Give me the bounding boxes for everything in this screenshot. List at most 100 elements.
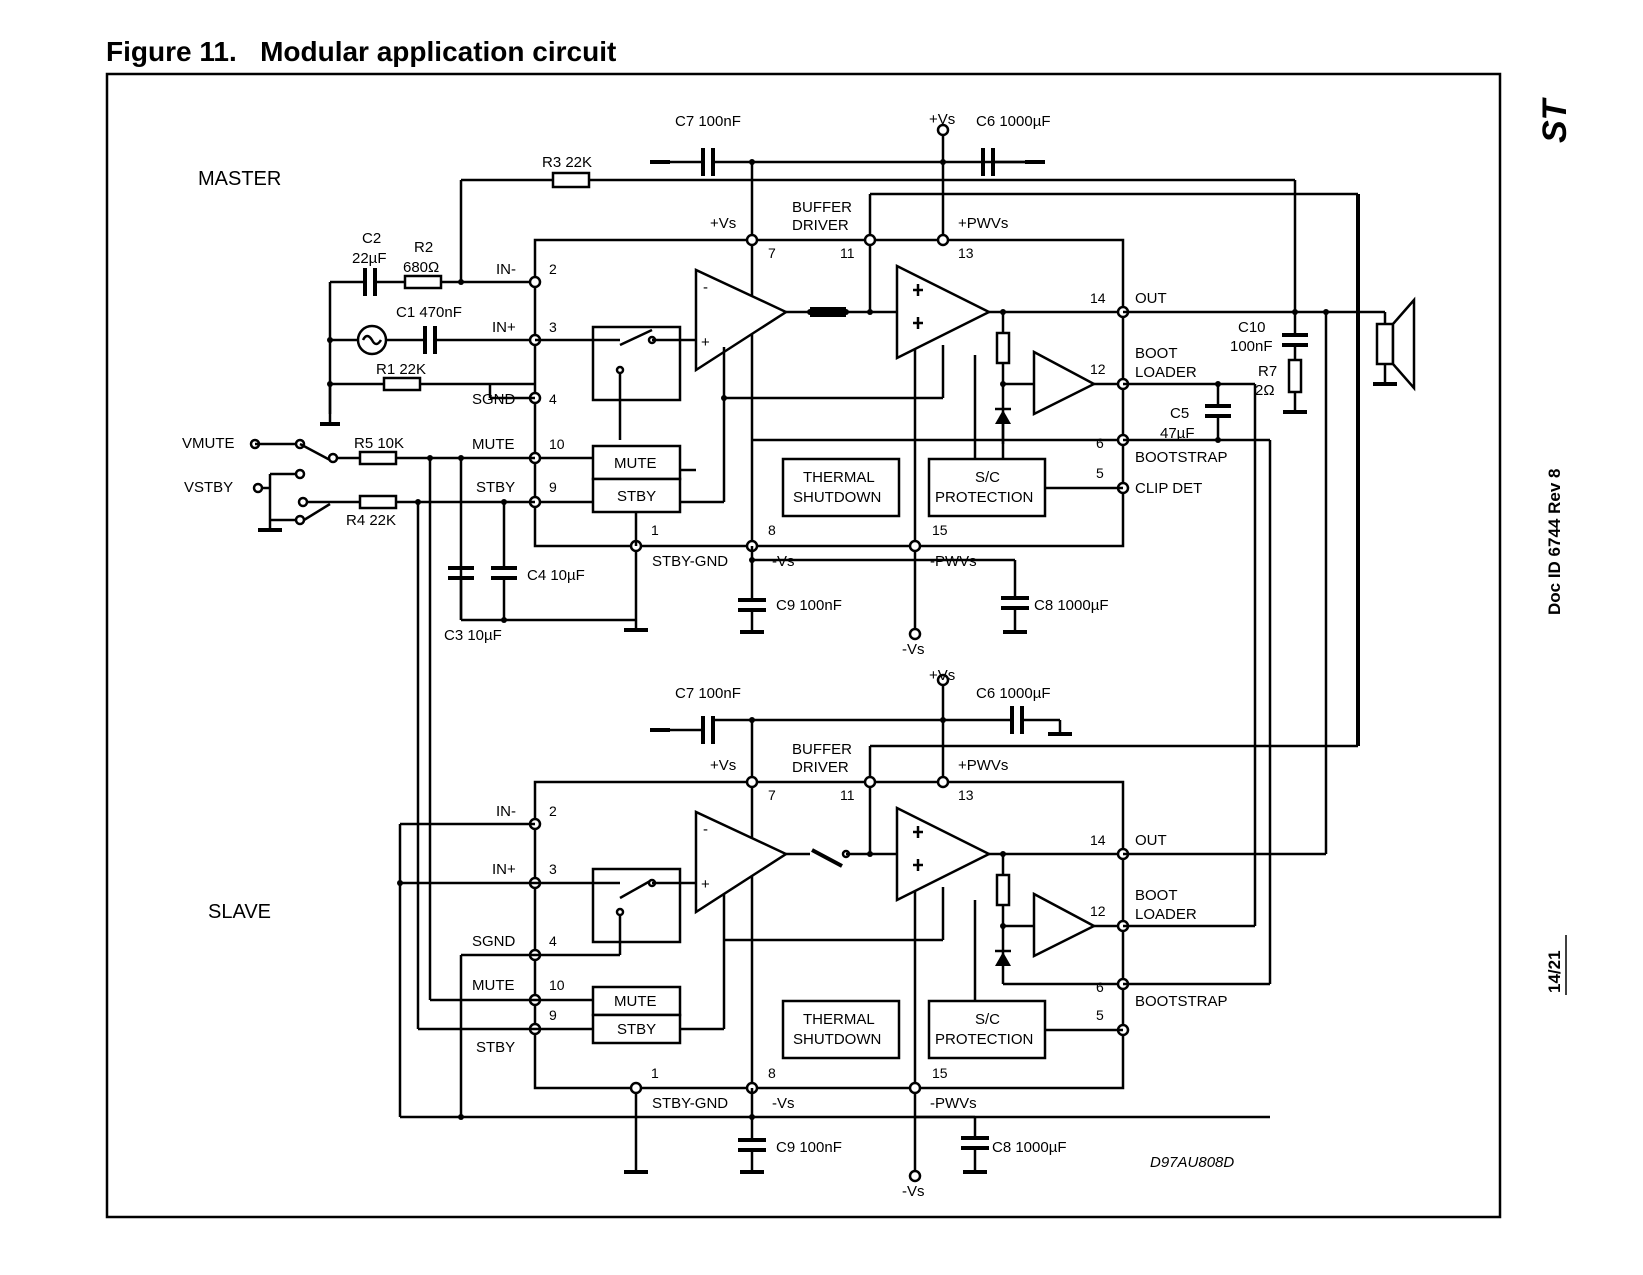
pin-in-minus: IN- (496, 261, 516, 278)
pin-2: 2 (549, 261, 557, 277)
slave-pin-14: 14 (1090, 832, 1106, 848)
pin-pos-vs: +Vs (710, 215, 736, 232)
pin-bootstrap: BOOTSTRAP (1135, 449, 1228, 466)
slave-buffer-label-1: BUFFER (792, 741, 852, 758)
r3-label: R3 22K (542, 154, 592, 171)
c7-label: C7 100nF (675, 113, 741, 130)
speaker-cone (1391, 296, 1416, 392)
pin-13: 13 (958, 245, 974, 261)
slave-pin-sgnd: SGND (472, 933, 516, 950)
slave-pin-in-minus: IN- (496, 803, 516, 820)
pin-12: 12 (1090, 361, 1106, 377)
r3-resistor (551, 171, 591, 189)
vmute-label: VMUTE (182, 435, 235, 452)
slave-c8-label: C8 1000µF (992, 1139, 1067, 1156)
pin-sgnd: SGND (472, 391, 516, 408)
slave-pin-13: 13 (958, 787, 974, 803)
slave-pin-12: 12 (1090, 903, 1106, 919)
slave-pin-mute: MUTE (472, 977, 515, 994)
master-boot-amp (1032, 349, 1097, 417)
slave-c9-label: C9 100nF (776, 1139, 842, 1156)
slave-mute-switch-box (591, 867, 682, 944)
slave-stby-text: STBY (617, 1021, 656, 1038)
c5-label-a: C5 (1170, 405, 1189, 422)
slave-mute-text: MUTE (614, 993, 657, 1010)
r4-label: R4 22K (346, 512, 396, 529)
slave-pin-boot-1: BOOT (1135, 887, 1178, 904)
master-sc-1: S/C (975, 469, 1000, 486)
master-sc-2: PROTECTION (935, 489, 1033, 506)
pin-in-plus: IN+ (492, 319, 516, 336)
pin-8: 8 (768, 522, 776, 538)
page-number: 14/21 (1545, 950, 1564, 993)
c9-label: C9 100nF (776, 597, 842, 614)
slave-pin-11: 11 (840, 787, 855, 803)
slave-c7-label: C7 100nF (675, 685, 741, 702)
pin-7: 7 (768, 245, 776, 261)
c5-label-b: 47µF (1160, 425, 1195, 442)
pin-mute: MUTE (472, 436, 515, 453)
pin-neg-pwvs: -PWVs (930, 553, 977, 570)
slave-pin-1: 1 (651, 1065, 659, 1081)
master-preamp (694, 268, 789, 373)
label-slave: SLAVE (208, 901, 271, 923)
speaker-coil (1375, 322, 1395, 366)
c10-label-b: 100nF (1230, 338, 1273, 355)
master-mute-text: MUTE (614, 455, 657, 472)
pin-stby: STBY (476, 479, 515, 496)
neg-vs-terminal: -Vs (902, 641, 925, 658)
r1-label: R1 22K (376, 361, 426, 378)
slave-pin-boot-2: LOADER (1135, 906, 1197, 923)
pin-10: 10 (549, 436, 565, 452)
pin-boot-1: BOOT (1135, 345, 1178, 362)
slave-pin-5: 5 (1096, 1007, 1104, 1023)
c6-ground (1025, 160, 1045, 164)
slave-preamp-plus: + (701, 876, 710, 893)
slave-pin-15: 15 (932, 1065, 948, 1081)
slave-sc-1: S/C (975, 1011, 1000, 1028)
pin-stby-gnd: STBY-GND (652, 553, 728, 570)
r1-resistor (382, 376, 422, 392)
r2-resistor (403, 274, 443, 290)
slave-sc-2: PROTECTION (935, 1031, 1033, 1048)
master-preamp-plus: + (701, 334, 710, 351)
slave-pin-in-plus: IN+ (492, 861, 516, 878)
slave-pin-8: 8 (768, 1065, 776, 1081)
slave-pin-stby-gnd: STBY-GND (652, 1095, 728, 1112)
figure-number: Figure 11. (106, 36, 237, 67)
slave-preamp-minus: - (703, 821, 708, 838)
master-stby-block (591, 477, 682, 514)
pin-5: 5 (1096, 465, 1104, 481)
st-logo: ST (1536, 96, 1574, 143)
r2-label-b: 680Ω (403, 259, 439, 276)
slave-thermal-2: SHUTDOWN (793, 1031, 881, 1048)
c8-label: C8 1000µF (1034, 597, 1109, 614)
master-sc-block (927, 457, 1047, 518)
slave-buffer-label-2: DRIVER (792, 759, 849, 776)
c3-label: C3 10µF (444, 627, 502, 644)
slave-pin-stby: STBY (476, 1039, 515, 1056)
doc-id: Doc ID 6744 Rev 8 (1545, 469, 1564, 615)
slave-preamp (694, 810, 789, 915)
slave-pin-4: 4 (549, 933, 557, 949)
slave-pin-7: 7 (768, 787, 776, 803)
slave-neg-vs-terminal: -Vs (902, 1183, 925, 1200)
master-stby-text: STBY (617, 488, 656, 505)
slave-thermal-1: THERMAL (803, 1011, 875, 1028)
slave-pin-out: OUT (1135, 832, 1167, 849)
master-thermal-block (781, 457, 901, 518)
vstby-label: VSTBY (184, 479, 233, 496)
pin-boot-2: LOADER (1135, 364, 1197, 381)
st-logo-text: ST (1536, 96, 1574, 143)
pin-pos-pwvs: +PWVs (958, 215, 1008, 232)
c4-label: C4 10µF (527, 567, 585, 584)
c2-label-a: C2 (362, 230, 381, 247)
master-thermal-2: SHUTDOWN (793, 489, 881, 506)
r5-label: R5 10K (354, 435, 404, 452)
slave-pin-neg-pwvs: -PWVs (930, 1095, 977, 1112)
slave-thermal-block (781, 999, 901, 1060)
slave-pin-3: 3 (549, 861, 557, 877)
slave-pin-bootstrap: BOOTSTRAP (1135, 993, 1228, 1010)
r2-label-a: R2 (414, 239, 433, 256)
